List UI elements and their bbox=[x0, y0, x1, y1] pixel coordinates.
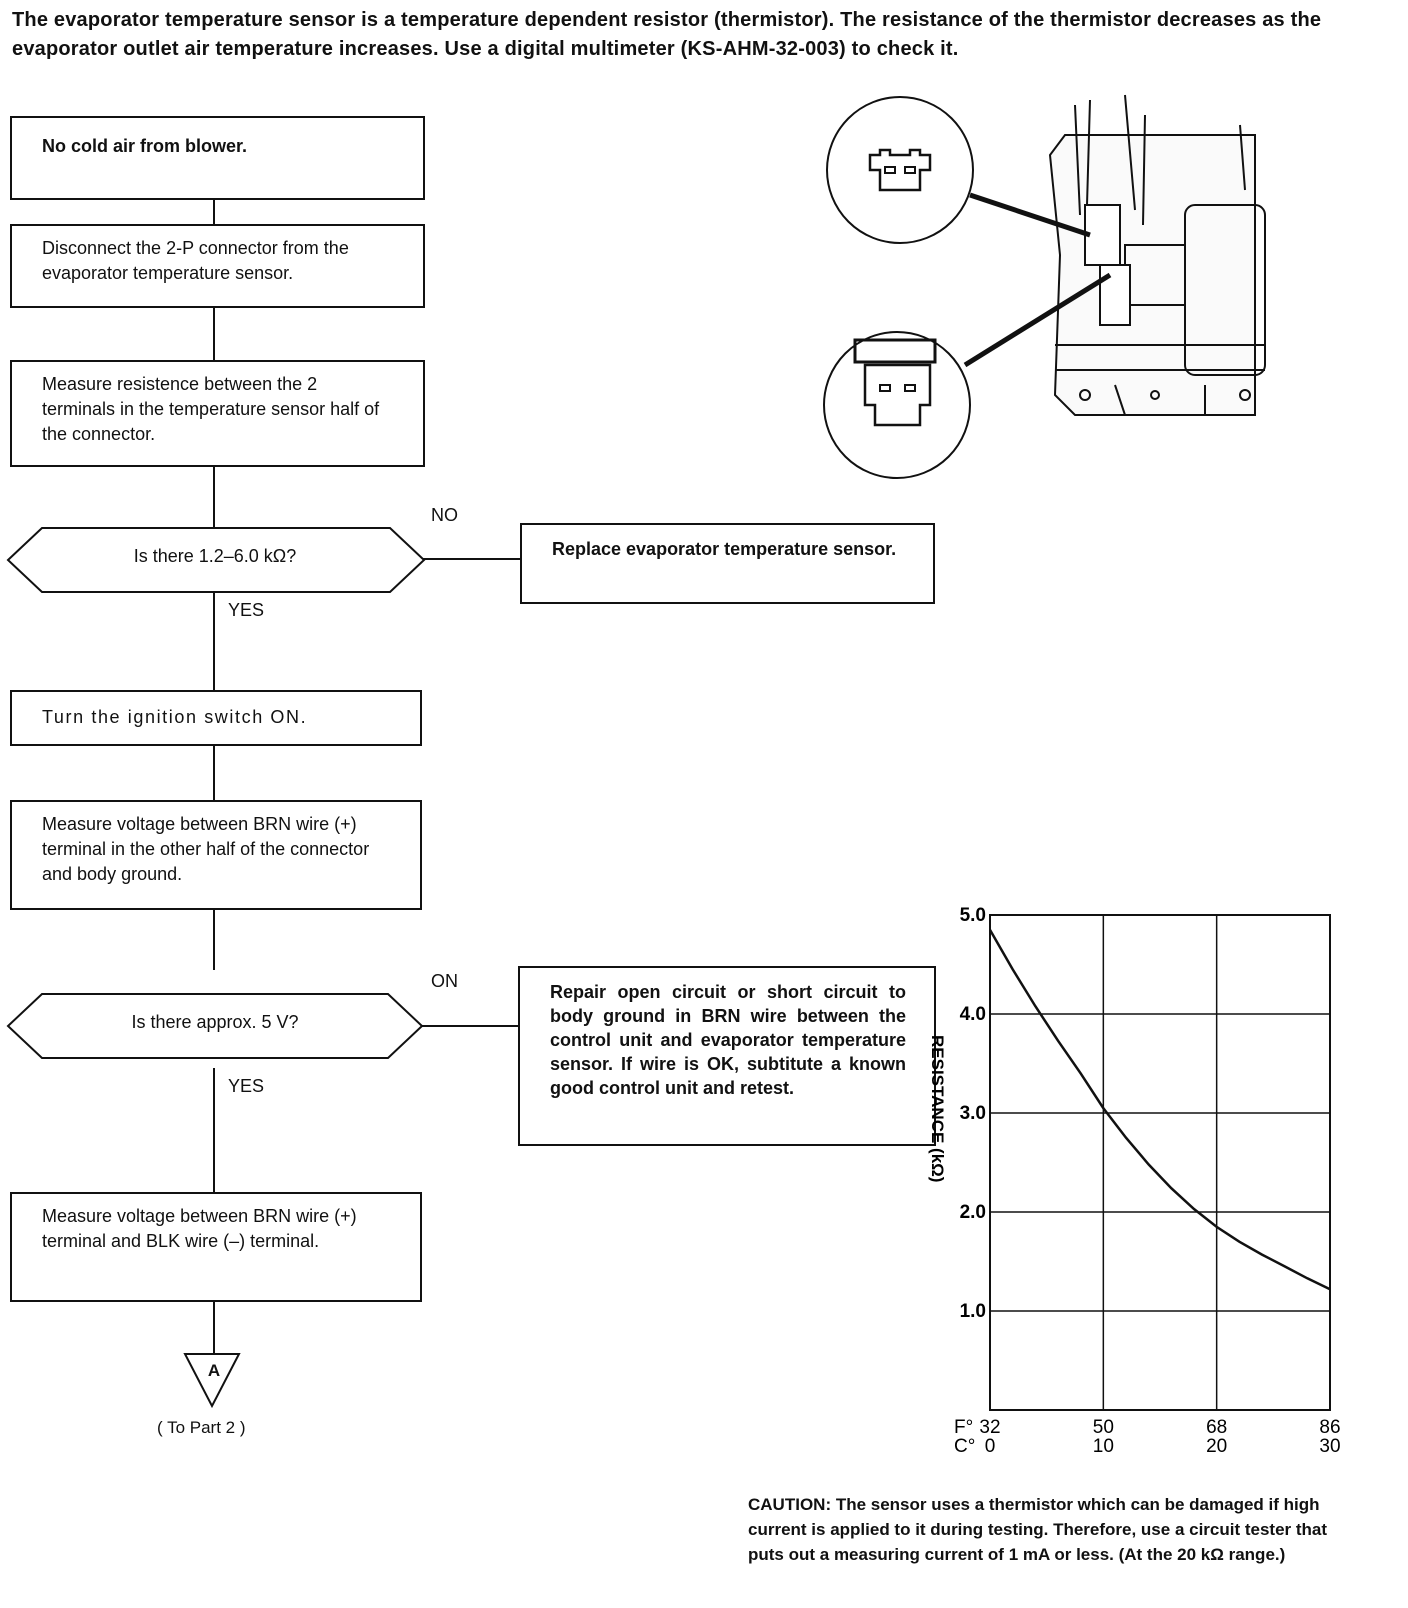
step-measure-voltage-ground: Measure voltage between BRN wire (+) ter… bbox=[10, 800, 422, 910]
off-page-connector-icon bbox=[183, 1353, 241, 1409]
flow-connector bbox=[213, 1302, 215, 1354]
x-tick-label-fahrenheit: 50 bbox=[1093, 1417, 1114, 1438]
no-label: NO bbox=[431, 505, 458, 525]
sensor-connector-illustration bbox=[823, 94, 1266, 479]
chart-frame bbox=[989, 914, 1331, 1411]
x-tick-label-celsius: 20 bbox=[1206, 1436, 1227, 1457]
evaporator-unit-drawing bbox=[1048, 94, 1266, 416]
connector-callout-top bbox=[826, 96, 974, 244]
y-axis-label: RESISTANCE (kΩ) bbox=[928, 1035, 947, 1182]
decision-voltage-shape bbox=[6, 993, 424, 1059]
x-axis-unit-fahrenheit: F° bbox=[954, 1417, 973, 1438]
intro-text: The evaporator temperature sensor is a t… bbox=[12, 9, 1322, 60]
x-tick-label-celsius: 10 bbox=[1093, 1436, 1114, 1457]
to-part-label: ( To Part 2 ) bbox=[157, 1418, 246, 1437]
result-repair-circuit: Repair open circuit or short circuit to … bbox=[518, 966, 936, 1146]
flow-connector bbox=[213, 308, 215, 360]
flow-connector bbox=[213, 910, 215, 970]
callout-leader-bottom bbox=[963, 272, 1112, 368]
connector-callout-bottom bbox=[823, 331, 971, 479]
result-replace-sensor: Replace evaporator temperature sensor. bbox=[520, 523, 935, 604]
decision-voltage-text: Is there approx. 5 V? bbox=[131, 1012, 299, 1032]
yes-label: YES bbox=[228, 600, 265, 620]
x-tick-label-celsius: 0 bbox=[985, 1436, 996, 1457]
step-no-cold-air: No cold air from blower. bbox=[10, 116, 425, 200]
decision-resistance-text: Is there 1.2–6.0 kΩ? bbox=[133, 546, 297, 566]
flow-connector bbox=[213, 746, 215, 800]
y-tick-label: 4.0 bbox=[960, 1004, 986, 1025]
x-tick-label-celsius: 30 bbox=[1319, 1436, 1340, 1457]
flow-connector-no bbox=[422, 558, 520, 560]
step-measure-resistance: Measure resistence between the 2 termina… bbox=[10, 360, 425, 467]
caution-note: CAUTION: The sensor uses a thermistor wh… bbox=[748, 1495, 1328, 1564]
y-tick-label: 1.0 bbox=[960, 1301, 986, 1322]
flow-connector bbox=[213, 200, 215, 224]
no-label: ON bbox=[431, 971, 458, 991]
yes-label: YES bbox=[228, 1076, 265, 1096]
x-axis-unit-celsius: C° bbox=[954, 1436, 975, 1457]
flow-connector bbox=[213, 1068, 215, 1192]
y-tick-label: 2.0 bbox=[960, 1202, 986, 1223]
resistance-curve bbox=[988, 929, 1331, 1291]
y-tick-label: 5.0 bbox=[960, 905, 986, 926]
y-tick-label: 3.0 bbox=[960, 1103, 986, 1124]
step-measure-voltage-brn-blk: Measure voltage between BRN wire (+) ter… bbox=[10, 1192, 422, 1302]
x-tick-label-fahrenheit: 86 bbox=[1319, 1417, 1340, 1438]
callout-leader-top bbox=[969, 192, 1091, 238]
step-disconnect-connector: Disconnect the 2-P connector from the ev… bbox=[10, 224, 425, 308]
chart-grid bbox=[989, 914, 1331, 1410]
step-ignition-on: Turn the ignition switch ON. bbox=[10, 690, 422, 746]
flow-connector bbox=[213, 593, 215, 690]
x-tick-label-fahrenheit: 68 bbox=[1206, 1417, 1227, 1438]
flow-connector bbox=[213, 467, 215, 527]
connector-letter: A bbox=[207, 1361, 221, 1380]
x-tick-label-fahrenheit: 32 bbox=[979, 1417, 1000, 1438]
decision-resistance-shape bbox=[6, 527, 426, 593]
flow-connector-no bbox=[420, 1025, 520, 1027]
